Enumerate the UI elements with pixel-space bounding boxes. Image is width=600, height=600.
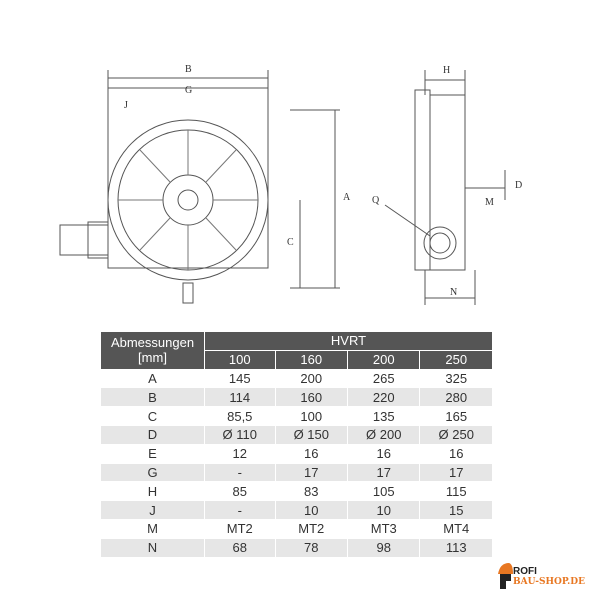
cell-value: 78 xyxy=(274,537,349,558)
row-label: G xyxy=(100,462,205,483)
cell-value: Ø 250 xyxy=(419,424,493,445)
cell-value: MT4 xyxy=(419,518,493,539)
dim-label-h: H xyxy=(443,65,450,76)
cell-value: 83 xyxy=(274,481,349,502)
header-unit: [mm] xyxy=(138,350,167,366)
cell-value: 135 xyxy=(347,406,421,426)
table-body-side xyxy=(429,94,466,271)
dim-label-q: Q xyxy=(372,195,380,206)
cell-value: 145 xyxy=(204,368,276,389)
row-label: B xyxy=(100,387,205,408)
faceplate xyxy=(107,119,269,281)
cell-value: 325 xyxy=(419,368,493,389)
cell-value: Ø 150 xyxy=(274,424,349,445)
cell-value: - xyxy=(204,462,276,483)
dim-label-n: N xyxy=(450,287,457,298)
header-size: 250 xyxy=(419,349,493,370)
cell-value: MT2 xyxy=(274,518,349,539)
row-label: N xyxy=(100,537,205,558)
header-model: HVRT xyxy=(204,331,493,351)
cell-value: 220 xyxy=(347,387,421,408)
cell-value: 16 xyxy=(274,443,349,464)
cell-value: 100 xyxy=(274,406,349,426)
technical-drawing: B G J A C H D M Q N xyxy=(59,64,522,305)
cell-value: 98 xyxy=(347,537,421,558)
row-label: E xyxy=(100,443,205,464)
cell-value: 16 xyxy=(347,443,421,464)
cell-value: 160 xyxy=(274,387,349,408)
row-label: D xyxy=(100,424,205,445)
cell-value: Ø 110 xyxy=(204,424,276,445)
cell-value: 17 xyxy=(274,462,349,483)
cell-value: 17 xyxy=(419,462,493,483)
row-label: A xyxy=(100,368,205,389)
row-label: H xyxy=(100,481,205,502)
profi-bau-shop-logo: ROFI BAU-SHOP.DE xyxy=(497,562,597,592)
logo-text-top: ROFI xyxy=(513,566,537,577)
cell-value: 280 xyxy=(419,387,493,408)
dim-label-g: G xyxy=(185,85,192,96)
cell-value: 113 xyxy=(419,537,493,558)
header-label: Abmessungen xyxy=(110,335,195,351)
dim-label-a: A xyxy=(343,192,351,203)
cell-value: 16 xyxy=(419,443,493,464)
row-label: J xyxy=(100,500,205,520)
cell-value: 10 xyxy=(274,500,349,520)
dim-label-b: B xyxy=(185,64,192,75)
dim-label-c: C xyxy=(287,237,294,248)
header-dimensions: Abmessungen[mm] xyxy=(100,331,205,370)
cell-value: 200 xyxy=(274,368,349,389)
cell-value: 85 xyxy=(204,481,276,502)
header-size: 200 xyxy=(347,349,421,370)
cell-value: - xyxy=(204,500,276,520)
cell-value: 105 xyxy=(347,481,421,502)
header-size: 160 xyxy=(274,349,349,370)
dim-label-j: J xyxy=(124,100,128,111)
cell-value: 114 xyxy=(204,387,276,408)
cell-value: Ø 200 xyxy=(347,424,421,445)
cell-value: 68 xyxy=(204,537,276,558)
row-label: C xyxy=(100,406,205,426)
cell-value: MT3 xyxy=(347,518,421,539)
hard-hat-icon xyxy=(498,563,513,589)
cell-value: MT2 xyxy=(204,518,276,539)
cell-value: 17 xyxy=(347,462,421,483)
cell-value: 10 xyxy=(347,500,421,520)
dim-label-m: M xyxy=(485,197,494,208)
cell-value: 12 xyxy=(204,443,276,464)
cell-value: 265 xyxy=(347,368,421,389)
dim-label-d: D xyxy=(515,180,522,191)
cell-value: 165 xyxy=(419,406,493,426)
cell-value: 15 xyxy=(419,500,493,520)
header-size: 100 xyxy=(204,349,276,370)
cell-value: 85,5 xyxy=(204,406,276,426)
row-label: M xyxy=(100,518,205,539)
logo-text-bottom: BAU-SHOP.DE xyxy=(513,577,585,587)
cell-value: 115 xyxy=(419,481,493,502)
